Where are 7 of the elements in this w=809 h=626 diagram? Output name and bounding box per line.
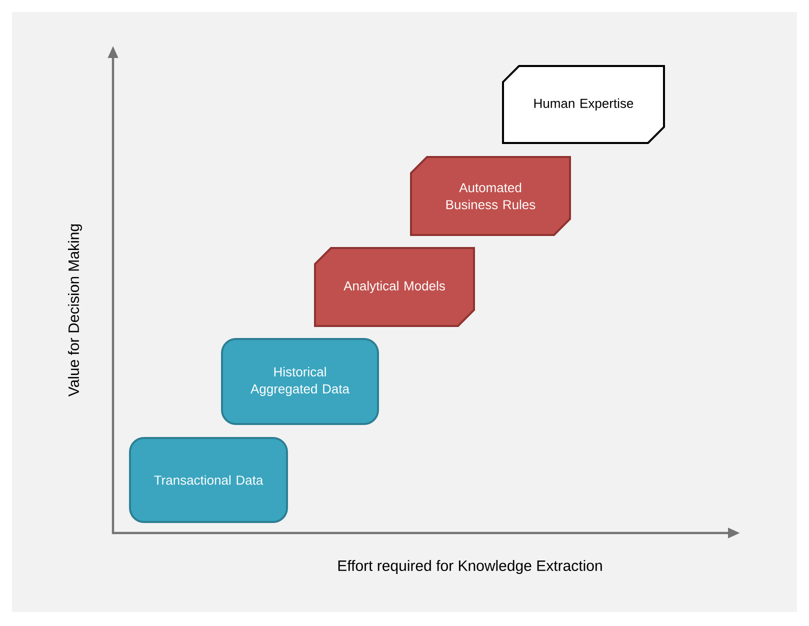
step-box: Human Expertise [502,65,665,144]
step-box: Automated Business Rules [410,156,571,236]
step-box: Analytical Models [314,246,475,327]
axis-label: Effort required for Knowledge Extraction [338,560,602,574]
axis-label: Value for Decision Making [68,224,82,396]
step-box: Historical Aggregated Data [221,338,379,425]
step-box: Transactional Data [129,436,288,523]
